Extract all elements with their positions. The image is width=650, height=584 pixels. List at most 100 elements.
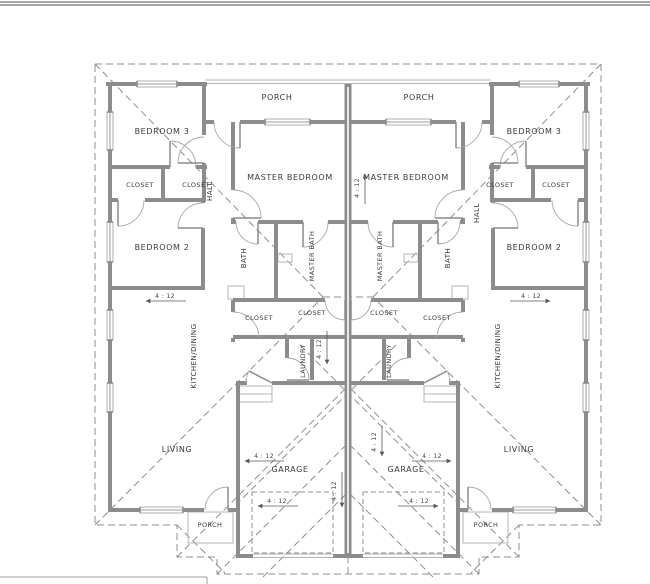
roof-hip-dash [216, 442, 349, 575]
door-arc [235, 221, 259, 245]
room-label-living-right: LIVING [504, 445, 534, 454]
slab-outline [277, 253, 293, 263]
svg-text:4 : 12: 4 : 12 [371, 432, 378, 452]
roof-hip-dash [347, 385, 520, 558]
garage-door-dashed-box [251, 491, 334, 554]
room-label-closet-left-outer: CLOSET [126, 181, 154, 189]
room-label-kitchen-dining-left: KITCHEN/DINING [190, 323, 198, 388]
slope-annotation-bedroom2-left: 4 : 12 [145, 293, 186, 304]
slab-outline [462, 511, 509, 544]
door-leaf [423, 370, 448, 384]
slab-outline [238, 385, 273, 395]
slope-annotation-garage-upper-right: 4 : 12 [371, 426, 385, 457]
door-arc [434, 189, 464, 219]
room-label-closet-hall-right: CLOSET [423, 314, 451, 322]
room-label-master-bath-right: MASTER BATH [376, 231, 384, 282]
room-label-master-bedroom-left: MASTER BEDROOM [247, 173, 333, 182]
slab-outline [423, 385, 458, 395]
slab-outline [451, 285, 469, 300]
room-label-hall-right: HALL [473, 203, 481, 223]
room-label-garage-left: GARAGE [271, 465, 308, 474]
slab-outline [187, 511, 234, 544]
roof-hip-dash [94, 296, 324, 526]
roof-hip-dash [470, 524, 520, 574]
roof-hip-dash [176, 524, 226, 574]
door-arc [177, 202, 204, 229]
slope-annotation-garage-right: 4 : 12 [412, 453, 452, 464]
door-arc [302, 221, 329, 248]
slope-annotation-garage-left: 4 : 12 [244, 453, 284, 464]
door-arc [117, 199, 145, 227]
room-label-kitchen-dining-right: KITCHEN/DINING [494, 323, 502, 388]
roof-hip-dash [299, 344, 461, 506]
svg-text:4 : 12: 4 : 12 [267, 498, 287, 505]
room-label-porch-bottom-left: PORCH [198, 521, 223, 529]
room-labels: PORCH PORCH BEDROOM 3 BEDROOM 3 CLOSET C… [126, 93, 570, 529]
room-label-bedroom3-left: BEDROOM 3 [135, 127, 190, 136]
roof-hip-dash [176, 385, 349, 558]
slope-annotations: 4 : 12 4 : 12 4 : 12 4 : 12 4 : 12 4 : 1… [145, 173, 551, 509]
room-label-closet-left-inner: CLOSET [182, 181, 210, 189]
garage-door-dashed-box [362, 491, 445, 554]
room-label-closet-right-inner: CLOSET [486, 181, 514, 189]
slope-annotation-bedroom2-right: 4 : 12 [510, 293, 551, 304]
room-label-bath-left: BATH [240, 248, 248, 269]
roof-hip-dash [347, 491, 434, 578]
roof-hip-dash [347, 442, 480, 575]
svg-text:4 : 12: 4 : 12 [331, 481, 338, 501]
roof-hip-dash [262, 491, 349, 578]
door-arc [491, 136, 519, 164]
slab-outline [227, 285, 245, 300]
svg-text:4 : 12: 4 : 12 [521, 293, 541, 300]
door-arc [245, 370, 250, 384]
room-label-bath-right: BATH [444, 248, 452, 269]
door-arc [213, 121, 241, 149]
svg-text:4 : 12: 4 : 12 [409, 498, 429, 505]
svg-text:4 : 12: 4 : 12 [155, 293, 175, 300]
door-arc [177, 136, 205, 164]
door-arc [286, 357, 310, 381]
slope-annotation-garage-center: 4 : 12 [331, 472, 345, 508]
door-arc [232, 311, 260, 339]
room-label-porch-bottom-right: PORCH [474, 521, 499, 529]
roof-hip-dash [372, 296, 602, 526]
slab-outline [423, 393, 458, 403]
slab-outline [238, 393, 273, 403]
room-label-living-left: LIVING [162, 445, 192, 454]
room-label-closet-right-outer: CLOSET [542, 181, 570, 189]
room-label-laundry-left: LAUNDRY [299, 344, 307, 378]
door-arc [386, 357, 410, 381]
door-arc [367, 221, 394, 248]
door-arc [437, 221, 461, 245]
room-label-bedroom3-right: BEDROOM 3 [507, 127, 562, 136]
room-label-hall-left: HALL [206, 181, 214, 201]
room-label-bedroom2-left: BEDROOM 2 [135, 243, 190, 252]
door-arc [324, 299, 346, 321]
door-arc [551, 199, 579, 227]
slope-annotation-master-bedroom-right: 4 : 12 [354, 173, 368, 204]
room-label-closet-hall-left: CLOSET [245, 314, 273, 322]
room-label-garage-right: GARAGE [387, 465, 424, 474]
slope-annotation-laundry-center: 4 : 12 [316, 331, 330, 365]
svg-text:4 : 12: 4 : 12 [422, 453, 442, 460]
svg-text:4 : 12: 4 : 12 [354, 178, 361, 198]
door-arc [204, 486, 229, 511]
room-label-closet-wic-left: CLOSET [298, 309, 326, 317]
door-arc [350, 299, 372, 321]
slab-outline [403, 253, 419, 263]
door-arc [436, 311, 464, 339]
svg-text:4 : 12: 4 : 12 [254, 453, 274, 460]
room-label-closet-wic-right: CLOSET [370, 309, 398, 317]
room-label-porch-top-right: PORCH [404, 93, 435, 102]
slope-annotation-garage-door-right: 4 : 12 [398, 498, 439, 509]
room-label-laundry-right: LAUNDRY [385, 344, 393, 378]
room-label-master-bath-left: MASTER BATH [308, 231, 316, 282]
door-arc [446, 370, 451, 384]
door-arc [232, 189, 262, 219]
room-label-master-bedroom-right: MASTER BEDROOM [363, 173, 449, 182]
door-arc [467, 486, 492, 511]
door-leaf [248, 370, 273, 384]
